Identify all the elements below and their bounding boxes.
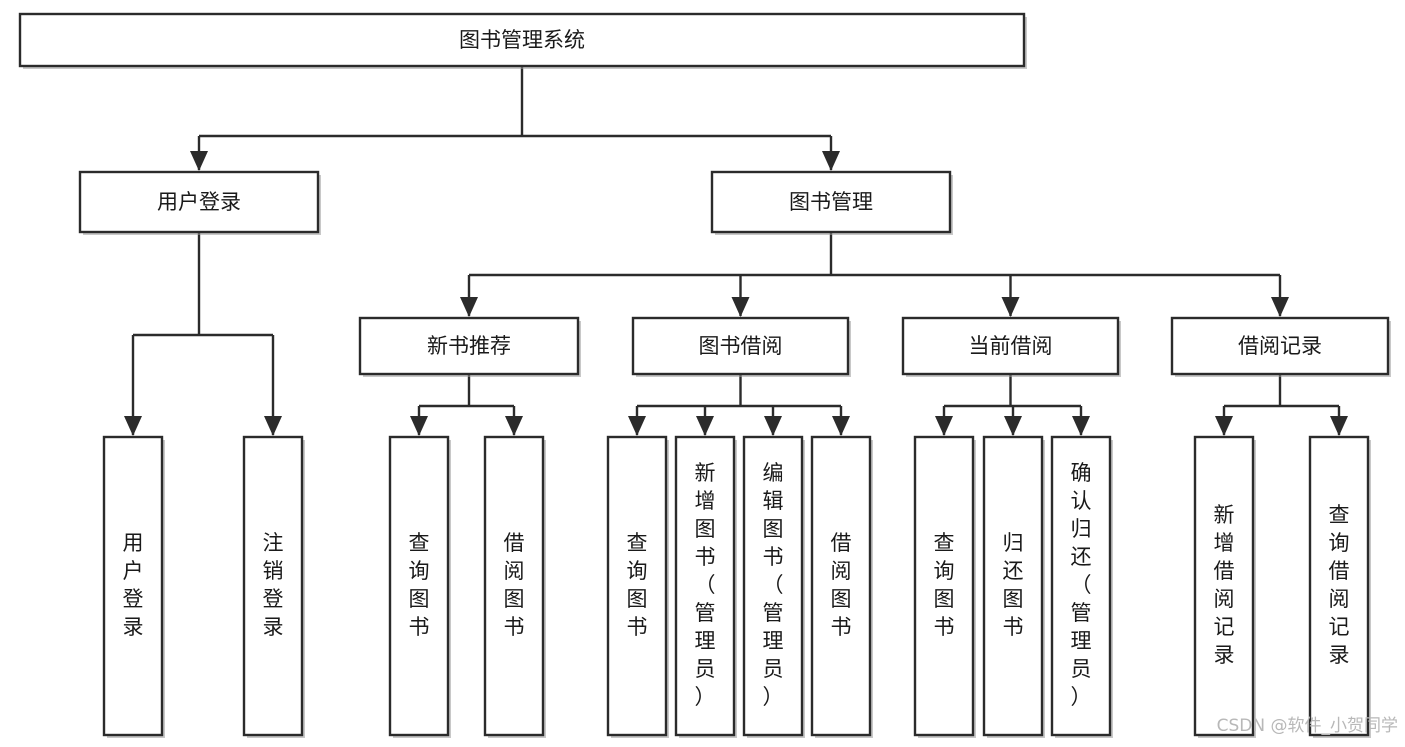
- node-label: 新增借阅记录: [1214, 503, 1235, 667]
- arrow-head-icon: [1271, 297, 1289, 317]
- node-label: 借阅图书: [831, 531, 852, 639]
- arrow-head-icon: [832, 416, 850, 436]
- arrow-head-icon: [935, 416, 953, 436]
- node-label: 图书管理系统: [459, 28, 585, 52]
- arrow-head-icon: [696, 416, 714, 436]
- arrow-head-icon: [460, 297, 478, 317]
- arrow-head-icon: [124, 416, 142, 436]
- node-leaf-edit-book[interactable]: 编辑图书（管理员）: [742, 435, 805, 738]
- node-leaf-user-logout[interactable]: 注销登录: [242, 435, 305, 738]
- node-leaf-query-book-current[interactable]: 查询图书: [913, 435, 976, 738]
- arrow-head-icon: [628, 416, 646, 436]
- arrow-head-icon: [505, 416, 523, 436]
- node-label: 借阅记录: [1238, 334, 1322, 358]
- node-label: 确认归还（管理员）: [1071, 461, 1092, 709]
- arrow-head-icon: [264, 416, 282, 436]
- arrow-head-icon: [1001, 297, 1020, 317]
- csdn-watermark: CSDN @软件_小贺同学: [1217, 716, 1398, 736]
- node-new-book-recommend[interactable]: 新书推荐: [358, 316, 581, 377]
- node-box[interactable]: [1050, 435, 1112, 737]
- node-leaf-query-book-recommend[interactable]: 查询图书: [388, 435, 451, 738]
- node-label: 查询图书: [627, 531, 648, 639]
- node-box[interactable]: [242, 435, 304, 737]
- node-leaf-borrow-book[interactable]: 借阅图书: [810, 435, 873, 738]
- node-leaf-add-borrow-record[interactable]: 新增借阅记录: [1193, 435, 1256, 738]
- node-leaf-borrow-book-recommend[interactable]: 借阅图书: [483, 435, 546, 738]
- node-label: 用户登录: [157, 190, 241, 214]
- arrow-head-icon: [731, 297, 750, 317]
- node-box[interactable]: [710, 170, 952, 234]
- node-box[interactable]: [358, 316, 580, 376]
- node-label: 当前借阅: [969, 334, 1053, 358]
- node-box[interactable]: [1193, 435, 1255, 737]
- node-box[interactable]: [913, 435, 975, 737]
- node-user-login[interactable]: 用户登录: [78, 170, 321, 235]
- node-label: 新书推荐: [427, 334, 511, 358]
- node-book-borrow[interactable]: 图书借阅: [631, 316, 851, 377]
- node-box[interactable]: [742, 435, 804, 737]
- node-book-management[interactable]: 图书管理: [710, 170, 953, 235]
- node-label: 注销登录: [263, 531, 284, 639]
- node-box[interactable]: [388, 435, 450, 737]
- node-box[interactable]: [102, 435, 164, 737]
- node-label: 查询图书: [409, 531, 430, 639]
- node-leaf-user-login[interactable]: 用户登录: [102, 435, 165, 738]
- node-root[interactable]: 图书管理系统: [18, 12, 1027, 69]
- node-box[interactable]: [674, 435, 736, 737]
- node-box[interactable]: [982, 435, 1044, 737]
- node-box[interactable]: [631, 316, 850, 376]
- node-current-borrow[interactable]: 当前借阅: [901, 316, 1121, 377]
- arrow-head-icon: [410, 416, 428, 436]
- node-box[interactable]: [483, 435, 545, 737]
- node-label: 图书借阅: [699, 334, 783, 358]
- arrow-head-icon: [1330, 416, 1348, 436]
- connector-layer: [124, 66, 1348, 436]
- arrow-head-icon: [1072, 416, 1090, 436]
- node-label: 查询借阅记录: [1329, 503, 1350, 667]
- node-leaf-return-book[interactable]: 归还图书: [982, 435, 1045, 738]
- arrow-head-icon: [1004, 416, 1022, 436]
- arrow-head-icon: [764, 416, 782, 436]
- arrow-head-icon: [1215, 416, 1233, 436]
- node-label: 借阅图书: [504, 531, 525, 639]
- node-leaf-query-borrow-record[interactable]: 查询借阅记录: [1308, 435, 1371, 738]
- node-box[interactable]: [18, 12, 1026, 68]
- node-leaf-add-book[interactable]: 新增图书（管理员）: [674, 435, 737, 738]
- arrow-head-icon: [822, 151, 840, 171]
- node-label: 新增图书（管理员）: [695, 461, 716, 709]
- node-leaf-confirm-return[interactable]: 确认归还（管理员）: [1050, 435, 1113, 738]
- node-label: 用户登录: [123, 531, 144, 639]
- node-label: 归还图书: [1003, 531, 1024, 639]
- arrow-head-icon: [190, 151, 208, 171]
- node-box[interactable]: [606, 435, 668, 737]
- node-borrow-record[interactable]: 借阅记录: [1170, 316, 1391, 377]
- node-box[interactable]: [1308, 435, 1370, 737]
- node-layer: 图书管理系统用户登录图书管理新书推荐图书借阅当前借阅借阅记录用户登录注销登录查询…: [18, 12, 1391, 738]
- node-label: 查询图书: [934, 531, 955, 639]
- node-box[interactable]: [1170, 316, 1390, 376]
- node-leaf-query-book-borrow[interactable]: 查询图书: [606, 435, 669, 738]
- node-box[interactable]: [901, 316, 1120, 376]
- node-box[interactable]: [810, 435, 872, 737]
- node-box[interactable]: [78, 170, 320, 234]
- node-label: 编辑图书（管理员）: [763, 461, 784, 709]
- node-label: 图书管理: [789, 190, 873, 214]
